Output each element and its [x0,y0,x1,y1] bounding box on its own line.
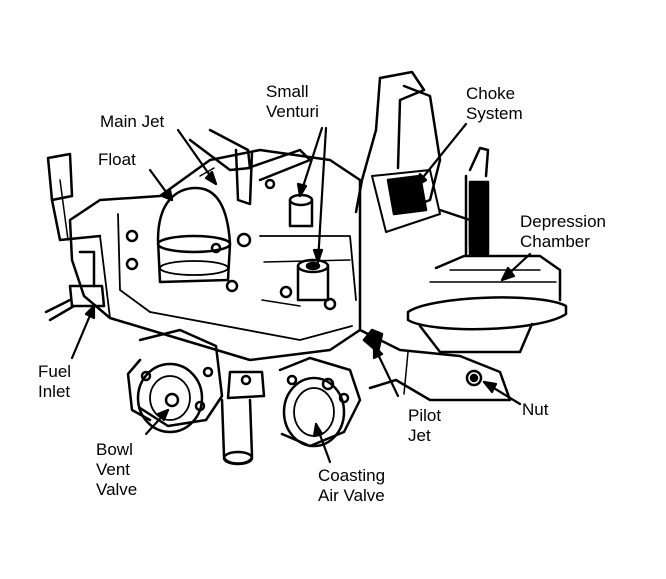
label-bowl-vent-valve-line2: Vent [96,460,131,479]
label-main-jet: Main Jet [100,112,164,132]
depression-chamber [406,254,568,354]
label-depression-chamber: Depression Chamber [520,212,606,252]
label-coasting-air-valve-line1: Coasting [318,466,386,485]
bowl-vent-valve [126,328,224,434]
mounting-bracket [46,152,102,242]
label-coasting-air-valve: Coasting Air Valve [318,466,385,506]
label-fuel-inlet-line1: Fuel [38,362,72,381]
label-small-venturi: Small Venturi [266,82,319,122]
label-choke-system-line2: System [466,104,523,123]
label-choke-system: Choke System [466,84,523,124]
label-fuel-inlet-line2: Inlet [38,382,71,401]
main-jet-linkage [188,128,312,206]
label-small-venturi-line1: Small [266,82,309,101]
label-bowl-vent-valve-line1: Bowl [96,440,133,459]
float-dome [156,186,232,284]
label-pilot-jet-line1: Pilot [408,406,442,425]
lower-plate [358,328,512,402]
label-small-venturi-line2: Venturi [266,102,319,121]
fuel-inlet-fitting [44,250,106,322]
label-bowl-vent-valve: Bowl Vent Valve [96,440,137,500]
label-main-jet-text: Main Jet [100,112,165,131]
label-nut-text: Nut [522,400,549,419]
label-nut: Nut [522,400,548,420]
label-coasting-air-valve-line2: Air Valve [318,486,385,505]
leader-lines [70,122,532,464]
label-pilot-jet: Pilot Jet [408,406,441,446]
coasting-air-valve [278,356,362,448]
label-fuel-inlet: Fuel Inlet [38,362,71,402]
label-depression-chamber-line2: Chamber [520,232,590,251]
carburetor-body [68,148,362,362]
label-pilot-jet-line2: Jet [408,426,431,445]
label-float: Float [98,150,136,170]
label-choke-system-line1: Choke [466,84,516,103]
label-depression-chamber-line1: Depression [520,212,606,231]
label-float-text: Float [98,150,136,169]
small-venturi-tubes [288,193,330,302]
label-bowl-vent-valve-line3: Valve [96,480,138,499]
outlet-pipe [220,370,266,466]
